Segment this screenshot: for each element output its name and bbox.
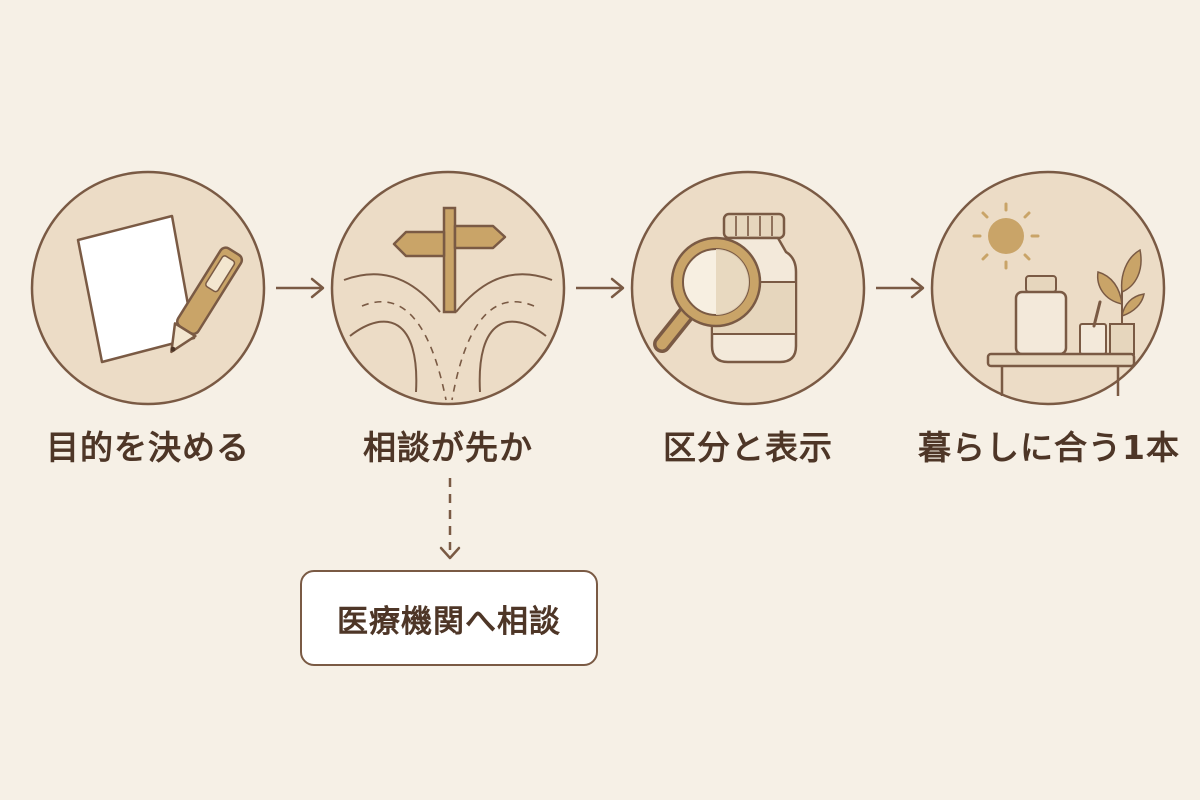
step-1-label: 目的を決める bbox=[46, 428, 250, 467]
arrow-1 bbox=[276, 277, 325, 299]
notepad-pen-icon bbox=[76, 214, 244, 364]
sun-shelf-icon bbox=[972, 202, 1145, 396]
step-4-label: 暮らしに合う1本 bbox=[918, 428, 1180, 467]
step-2-label: 相談が先か bbox=[363, 428, 533, 467]
branch-dashed-arrow bbox=[439, 478, 461, 560]
step-3-label: 区分と表示 bbox=[663, 428, 833, 467]
arrow-2 bbox=[576, 277, 625, 299]
sun-icon bbox=[972, 202, 1040, 270]
consult-medical-label: 医療機関へ相談 bbox=[337, 603, 561, 640]
magnifier-bottle-icon bbox=[653, 212, 798, 364]
consult-medical-box: 医療機関へ相談 bbox=[300, 570, 598, 666]
arrow-3 bbox=[876, 277, 925, 299]
signpost-fork-icon bbox=[343, 206, 553, 401]
